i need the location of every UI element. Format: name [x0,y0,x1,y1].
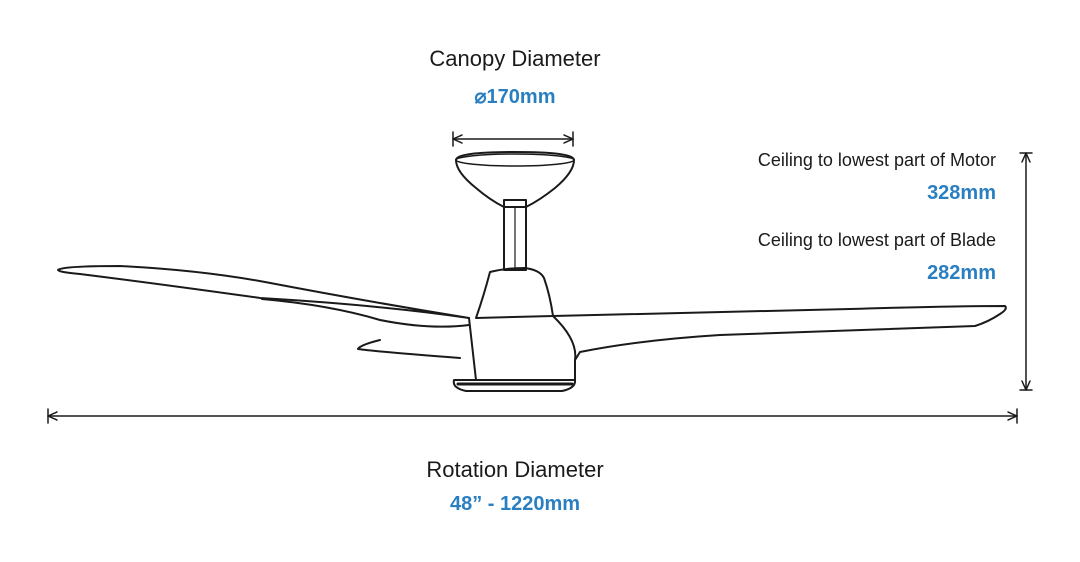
blade-height-title: Ceiling to lowest part of Blade [757,230,996,250]
lower-left-blade [261,298,470,359]
canopy-diameter-value: ⌀170mm [474,86,556,108]
rotation-diameter-value: 48” - 1220mm [449,493,581,515]
left-blade [57,265,470,319]
motor-body [468,315,577,381]
right-blade [552,305,1007,361]
canopy-dimension-line [452,131,574,147]
rotation-dimension-line [47,408,1018,424]
rotation-diameter-title: Rotation Diameter [426,457,604,482]
canopy-diameter-title: Canopy Diameter [429,46,601,71]
motor-housing-top [475,267,554,319]
canopy-rim [455,153,575,167]
motor-height-value: 328mm [927,182,996,204]
canopy-shape [455,151,575,208]
blade-height-value: 282mm [927,262,996,284]
height-dimension-line [1019,152,1033,391]
motor-height-title: Ceiling to lowest part of Motor [757,150,996,170]
light-cover [452,379,577,392]
